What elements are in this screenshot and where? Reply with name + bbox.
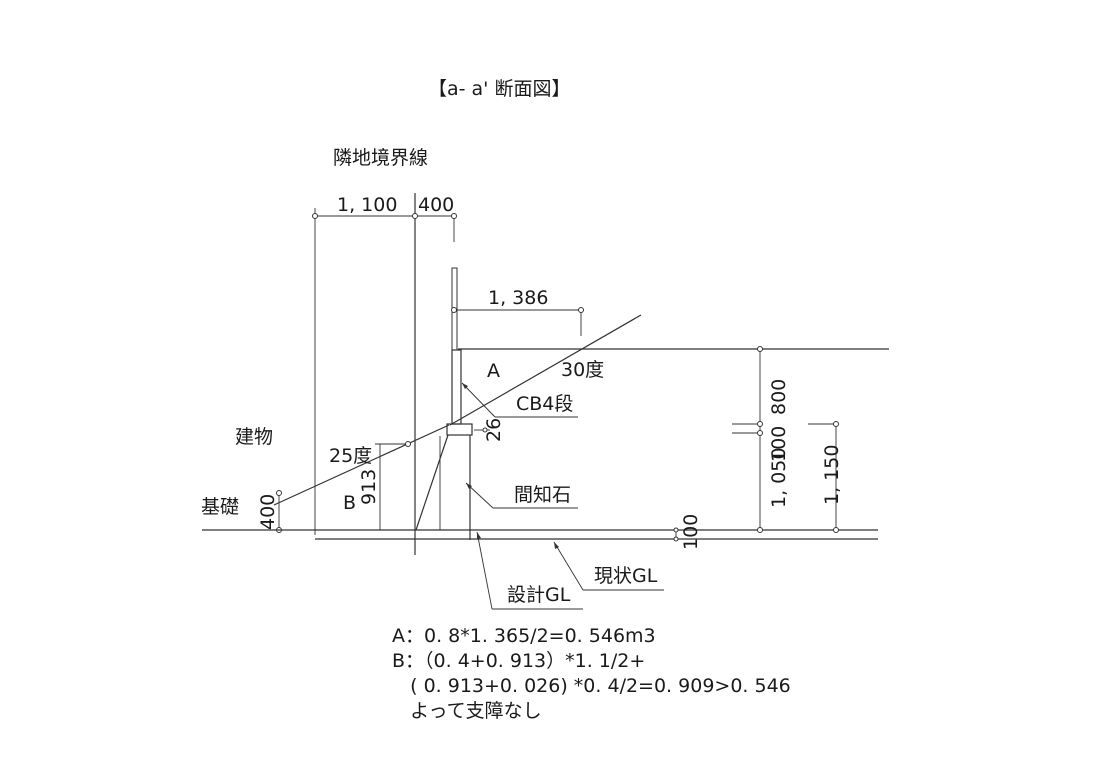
current-gl-arrowhead [554,542,559,549]
calc-line-b1: B：（0. 4+0. 913）*1. 1/2+ [392,650,646,672]
dim-26: 26 [483,418,505,442]
dim-dot [757,430,763,436]
dim-dot [276,490,282,496]
dim-1150: 1, 150 [821,445,843,505]
dim-dot [833,527,839,533]
dim-dot [757,346,763,352]
slope-30-line [449,314,642,426]
dim-dot [833,421,839,427]
dim-dot [673,527,679,533]
mazushi-label: 間知石 [514,484,571,506]
region-b-label: B [343,492,356,514]
dim-dot [412,213,418,219]
dim-dot [578,307,584,313]
dim-dot [451,307,457,313]
dim-dot [757,527,763,533]
building-label: 建物 [235,426,273,448]
calc-conclusion: よって支障なし [392,700,542,722]
current-gl-label: 現状GL [594,565,658,587]
mazushi-slope-face [415,434,449,531]
cb-arrowhead [462,383,468,389]
dim-100-mid: 100 [768,426,790,462]
calc-line-a: A：0. 8*1. 365/2=0. 546m3 [392,625,656,647]
dim-dot [757,421,763,427]
design-gl-label: 設計GL [507,584,571,606]
dim-dot [451,213,457,219]
dim-dot [673,536,679,542]
dim-100-bottom: 100 [680,514,702,550]
block-label: CB4段 [516,393,573,415]
volume-calculation: A：0. 8*1. 365/2=0. 546m3 B：（0. 4+0. 913）… [392,624,952,724]
calc-line-b2: ( 0. 913+0. 026) *0. 4/2=0. 909>0. 546 [392,675,791,697]
angle-30-label: 30度 [561,359,604,381]
dim-400-left: 400 [257,494,279,530]
dim-800: 800 [768,379,790,415]
mazushi-arrowhead [466,483,472,489]
foundation-label: 基礎 [201,496,239,518]
region-a-label: A [487,360,500,382]
current-gl-leader [553,541,584,591]
dim-400-top: 400 [418,194,454,216]
dim-dot [482,427,488,433]
drawing-title: 【a- a' 断面図】 [428,78,570,100]
design-gl-arrowhead [477,532,481,539]
dim-1050: 1, 050 [768,448,790,508]
angle-25-label: 25度 [329,445,372,467]
dim-dot [405,441,411,447]
design-gl-leader [476,531,493,610]
dim-1100: 1, 100 [337,194,397,216]
dim-dot [312,213,318,219]
cb-leader [461,382,496,418]
boundary-label: 隣地境界線 [333,147,428,169]
cb-wall [451,349,462,425]
cap-block [446,423,473,436]
slope-25-line [273,424,450,506]
dim-1386: 1, 386 [488,287,548,309]
dim-913: 913 [358,469,380,505]
